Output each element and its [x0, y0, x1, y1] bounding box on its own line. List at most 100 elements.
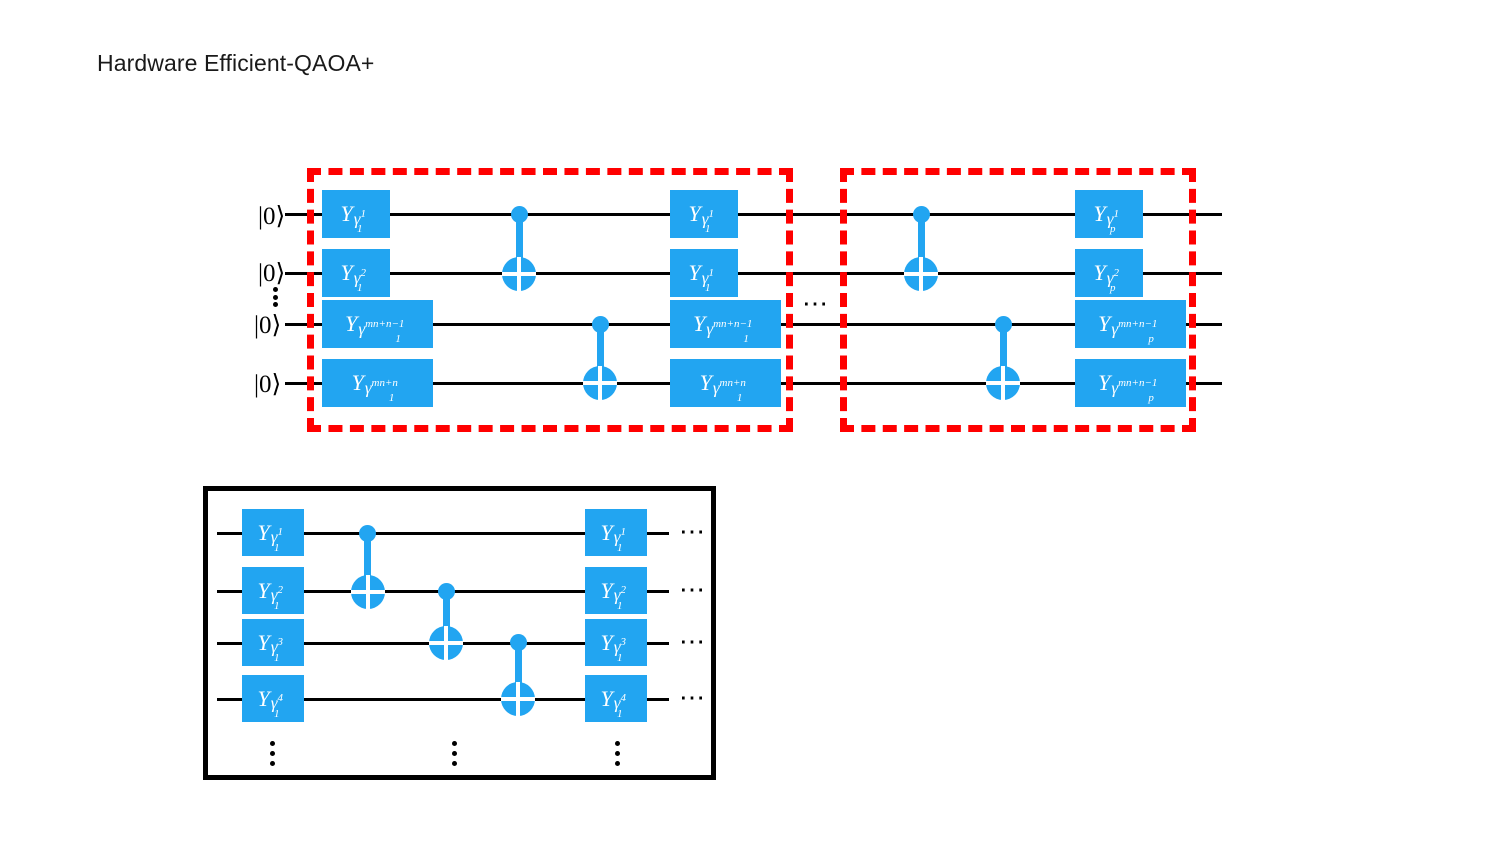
inset-bottom-ellipsis-2: [451, 741, 457, 766]
gate-subscript: 1: [743, 333, 749, 346]
gate-symbol: Y: [257, 519, 270, 545]
gate-subscript: p: [1109, 282, 1116, 295]
gate-subscript: 1: [704, 282, 711, 295]
gate-superscript: 3: [277, 636, 283, 649]
gate-superscript: 1: [708, 266, 714, 279]
gate-param: γ: [270, 638, 278, 658]
cnot-target-icon: [501, 682, 535, 716]
gate-subscript: 1: [616, 651, 623, 664]
gate-superscript: 1: [1113, 207, 1119, 220]
gate-symbol: Y: [688, 260, 701, 285]
gate-superscript: mn+n: [371, 376, 398, 389]
gate-subscript: 1: [616, 541, 623, 554]
gate-symbol: Y: [600, 577, 613, 603]
gate-symbol: Y: [257, 629, 270, 655]
gate-superscript: 2: [620, 584, 626, 597]
cnot-stem: [364, 533, 371, 591]
gate-superscript: 2: [277, 584, 283, 597]
gate-symbol: Y: [600, 685, 613, 711]
gate-superscript: 1: [277, 526, 283, 539]
page-title: Hardware Efficient-QAOA+: [97, 50, 375, 76]
gate-symbol: Y: [600, 629, 613, 655]
inset-row-ellipsis-4: ⋯: [679, 683, 707, 712]
gate-param: γ: [353, 209, 361, 229]
gate-subscript: 1: [273, 707, 280, 720]
gate-param: γ: [358, 319, 366, 339]
gate-superscript: 1: [620, 526, 626, 539]
gate-param: γ: [270, 694, 278, 714]
layer-box-1: [307, 168, 793, 432]
inset-bottom-ellipsis-3: [614, 741, 620, 766]
inset-row-ellipsis-1: ⋯: [679, 517, 707, 546]
gate-symbol: Y: [1093, 260, 1106, 285]
gate-subscript: 1: [273, 599, 280, 612]
layer-box-p: [840, 168, 1196, 432]
gate-param: γ: [364, 378, 372, 398]
gate-subscript: 1: [273, 651, 280, 664]
gate-param: γ: [712, 378, 720, 398]
gate-symbol: Y: [1098, 370, 1111, 395]
cnot-target-icon: [502, 257, 536, 291]
cnot-stem: [516, 214, 523, 272]
inset-wire-4: [217, 698, 669, 701]
cnot-target-icon: [904, 257, 938, 291]
gate-symbol: Y: [340, 260, 353, 285]
gate-superscript: mn+n: [719, 376, 746, 389]
gate-subscript: 1: [356, 223, 363, 236]
cnot-control-dot-icon: [511, 206, 528, 223]
gate-subscript: p: [1148, 333, 1154, 346]
qubit-label-3: |0⟩: [254, 312, 282, 339]
gate-subscript: 1: [736, 392, 743, 405]
cnot-control-dot-icon: [510, 634, 527, 651]
inset-bottom-ellipsis-1: [269, 741, 275, 766]
cnot-control-dot-icon: [438, 583, 455, 600]
gate-param: γ: [1111, 319, 1119, 339]
gate-param: γ: [613, 586, 621, 606]
cnot-target-icon: [351, 575, 385, 609]
gate-subscript: 1: [616, 599, 623, 612]
inset-row-ellipsis-2: ⋯: [679, 575, 707, 604]
gate-symbol: Y: [345, 311, 358, 336]
gate-superscript: 2: [360, 266, 366, 279]
cnot-target-icon: [583, 366, 617, 400]
inset-wire-1: [217, 532, 669, 535]
gate-superscript: 4: [277, 692, 283, 705]
gate-subscript: 1: [388, 392, 395, 405]
qubit-label-4: |0⟩: [254, 371, 282, 398]
gate-superscript: mn+n−1: [1118, 376, 1158, 389]
gate-superscript: 1: [708, 207, 714, 220]
cnot-stem: [1000, 325, 1007, 383]
gate-param: γ: [613, 638, 621, 658]
gate-symbol: Y: [1098, 311, 1111, 336]
inset-row-ellipsis-3: ⋯: [679, 627, 707, 656]
gate-subscript: 1: [704, 223, 711, 236]
wire-1: [285, 213, 1222, 216]
qubit-label-2: |0⟩: [258, 260, 286, 287]
gate-subscript: p: [1148, 392, 1154, 405]
gate-symbol: Y: [688, 201, 701, 226]
gate-param: γ: [270, 586, 278, 606]
cnot-stem: [515, 643, 522, 699]
cnot-stem: [918, 214, 925, 272]
